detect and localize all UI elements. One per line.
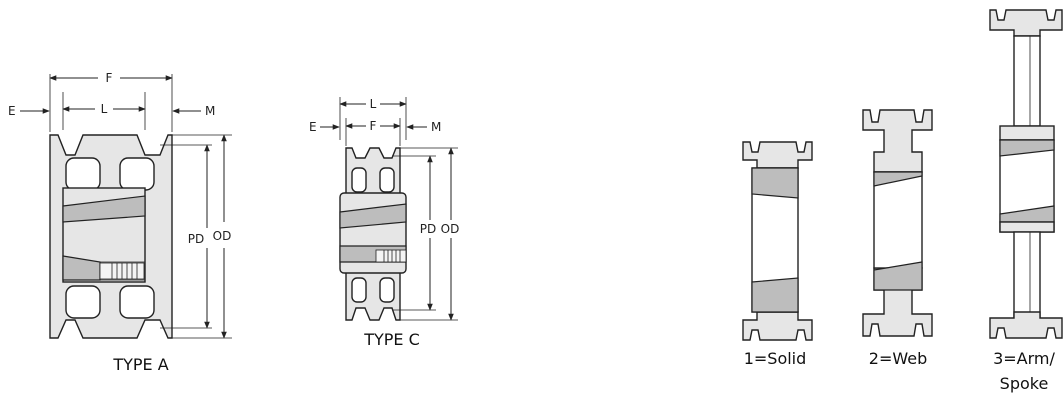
style-arm-label-line2: Spoke [1000, 374, 1049, 393]
type-c-dim-f: F [370, 119, 377, 133]
type-c-dim-od: OD [441, 222, 460, 236]
style-arm-label-line1: 3=Arm/ [993, 349, 1055, 368]
type-c-set-screw [375, 249, 407, 263]
type-c-opening-bottom-left [351, 277, 367, 303]
web-taper-top [873, 171, 923, 187]
web-hub [873, 171, 923, 269]
type-a-dim-e: E [8, 104, 16, 118]
type-a-drawing: F L E M PD OD TYPE A [8, 71, 232, 374]
style-solid-label: 1=Solid [744, 349, 807, 368]
arm-lower-spoke [1013, 231, 1041, 319]
type-a-dim-f: F [106, 71, 113, 85]
style-arm-drawing: 3=Arm/ Spoke [989, 9, 1063, 393]
type-c-opening-top-left [351, 167, 367, 193]
type-a-dim-l: L [101, 102, 108, 116]
type-a-opening-bottom-left [65, 285, 101, 319]
type-a-caption: TYPE A [112, 355, 168, 374]
type-c-dim-e: E [309, 120, 317, 134]
type-a-taper-top [62, 195, 146, 223]
type-c-dim-m: M [431, 120, 441, 134]
web-top-rim [862, 109, 933, 173]
type-a-opening-top-left [65, 157, 101, 191]
type-c-dim-l: L [370, 97, 377, 111]
type-a-dim-pd: PD [188, 232, 204, 246]
solid-bottom-rim [742, 311, 813, 341]
type-c-taper-top [339, 203, 407, 229]
arm-lower-hub-flange [999, 221, 1055, 233]
type-a-opening-top-right [119, 157, 155, 191]
type-a-opening-bottom-right [119, 285, 155, 319]
type-c-opening-top-right [379, 167, 395, 193]
solid-top-rim [742, 141, 813, 169]
arm-taper-top [999, 139, 1055, 157]
style-web-drawing: 2=Web [862, 109, 933, 368]
web-taper-bottom [873, 261, 923, 291]
arm-upper-spoke [1013, 35, 1041, 127]
type-a-dim-m: M [205, 104, 215, 118]
solid-taper-top [751, 167, 799, 199]
type-a-dim-od: OD [213, 229, 232, 243]
arm-upper-hub-flange [999, 125, 1055, 141]
style-solid-drawing: 1=Solid [742, 141, 813, 368]
type-c-drawing: L F E M PD OD TYPE C [309, 97, 459, 349]
type-c-opening-bottom-right [379, 277, 395, 303]
arm-top-rim [989, 9, 1063, 37]
type-c-caption: TYPE C [363, 330, 420, 349]
arm-bottom-rim [989, 311, 1063, 339]
style-web-label: 2=Web [869, 349, 927, 368]
type-c-dim-pd: PD [420, 222, 436, 236]
solid-taper-bottom [751, 277, 799, 313]
